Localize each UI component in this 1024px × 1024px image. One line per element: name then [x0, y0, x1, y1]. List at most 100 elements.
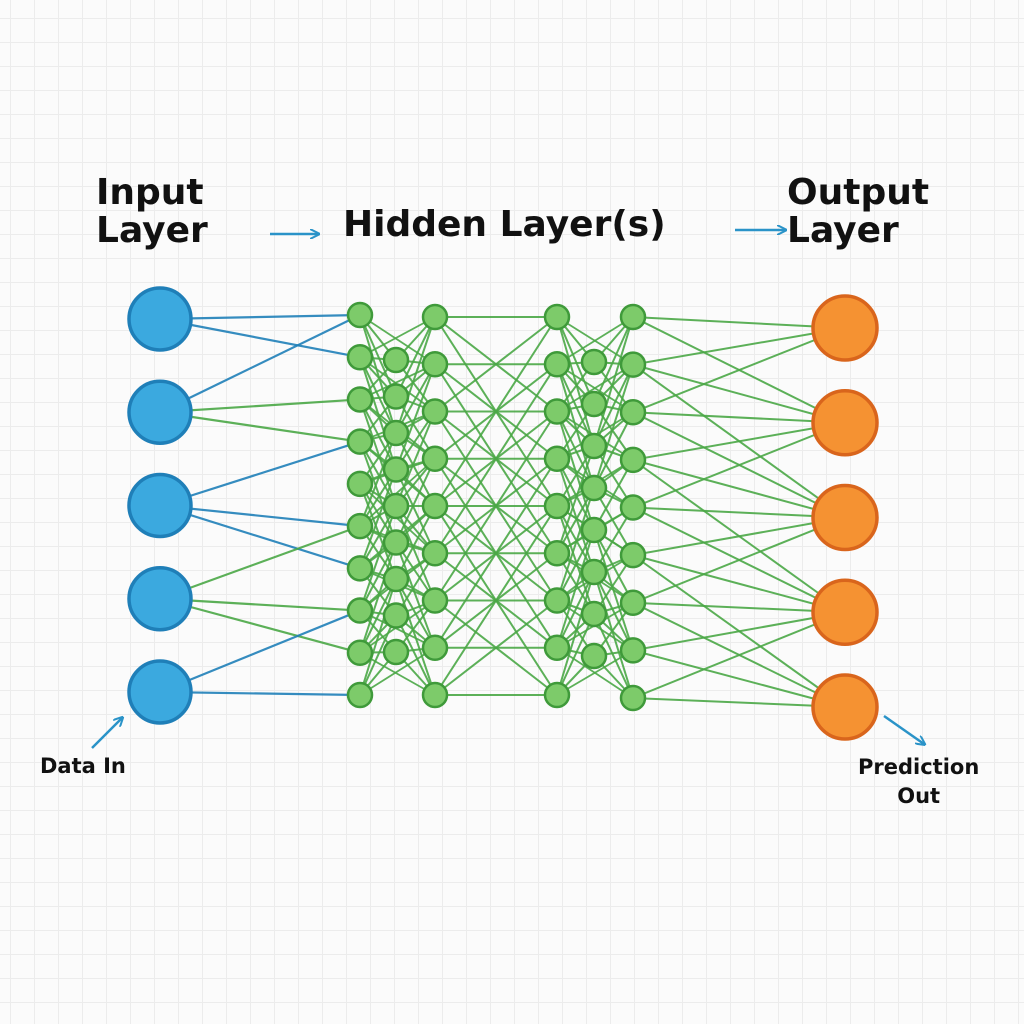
prediction-out-label: Prediction Out: [858, 753, 979, 812]
edge-hidden-hidden: [359, 432, 397, 527]
input-layer-title: Input Layer: [96, 174, 208, 250]
hidden-2-node-4: [382, 456, 410, 483]
hidden-3-node-1: [421, 303, 449, 331]
edge-hidden-hidden: [359, 578, 397, 696]
connection-edges: [159, 313, 846, 708]
edge-hidden-hidden: [593, 316, 634, 447]
edge-hidden-hidden: [556, 487, 595, 601]
edge-hidden-hidden: [395, 363, 436, 470]
edge-hidden-output: [632, 506, 846, 519]
edge-hidden-hidden: [556, 363, 595, 447]
hidden-2-node-2: [382, 383, 410, 410]
edge-hidden-hidden: [359, 469, 397, 569]
output-node-2: [811, 389, 879, 457]
output-node-4: [811, 578, 879, 646]
edge-hidden-hidden: [359, 314, 397, 434]
edge-hidden-hidden: [593, 571, 634, 699]
hidden-1-node-10: [346, 681, 374, 709]
edge-hidden-output: [632, 327, 846, 366]
hidden-2-node-3: [382, 419, 410, 447]
hidden-6-node-9: [619, 684, 647, 712]
hidden-3-node-4: [421, 445, 449, 472]
edge-hidden-hidden: [395, 316, 436, 397]
hidden-3-node-8: [421, 634, 449, 661]
edge-hidden-skip: [556, 649, 634, 696]
edge-hidden-output: [632, 611, 846, 652]
edge-hidden-hidden: [434, 505, 558, 696]
edge-hidden-skip: [359, 458, 436, 527]
edge-input-hidden: [159, 690, 361, 697]
hidden-5-node-5: [580, 516, 608, 544]
prediction-out-label-line-2: Out: [897, 784, 941, 809]
hidden-2-node-9: [382, 638, 410, 666]
hidden-2-node-8: [382, 602, 410, 629]
edge-hidden-output: [632, 516, 846, 604]
edge-hidden-skip: [359, 314, 436, 366]
hidden-1-node-6: [346, 512, 374, 540]
edge-hidden-output: [632, 516, 846, 557]
flow-arrows: [91, 230, 924, 749]
edge-hidden-hidden: [556, 505, 595, 615]
arrow-data-in: [91, 718, 122, 749]
edge-hidden-hidden: [434, 599, 558, 696]
input-node-1: [127, 286, 193, 352]
edge-hidden-hidden: [395, 411, 436, 507]
hidden-layers-title: Hidden Layer(s): [343, 204, 666, 245]
edge-hidden-hidden: [556, 411, 595, 489]
arrow-prediction-out: [883, 714, 924, 744]
hidden-1-node-7: [346, 555, 374, 582]
hidden-1-node-3: [346, 386, 374, 413]
input-node-5: [127, 659, 193, 725]
hidden-2-node-1: [382, 346, 410, 374]
input-layer-title-line-2: Layer: [96, 209, 208, 251]
edge-hidden-hidden: [359, 615, 397, 696]
output-node-5: [811, 673, 879, 741]
hidden-4-node-1: [543, 303, 571, 331]
hidden-6-node-5: [619, 494, 647, 521]
edge-hidden-hidden: [593, 411, 634, 489]
hidden-3-node-7: [421, 587, 449, 614]
hidden-6-node-4: [619, 446, 647, 474]
edge-hidden-output: [632, 411, 846, 424]
edge-hidden-hidden: [434, 458, 558, 649]
hidden-4-node-9: [543, 681, 571, 709]
output-layer-title-line-2: Layer: [787, 209, 899, 251]
hidden-2-node-6: [382, 529, 410, 556]
output-layer-title: Output Layer: [787, 174, 929, 250]
hidden-6-node-7: [619, 589, 647, 616]
input-node-4: [127, 566, 193, 632]
edge-hidden-hidden: [359, 578, 397, 654]
hidden-3-node-6: [421, 540, 449, 567]
edge-hidden-hidden: [395, 505, 436, 580]
edge-hidden-skip: [359, 651, 436, 696]
output-node-3: [811, 483, 879, 552]
hidden-6-node-2: [619, 351, 647, 378]
edge-hidden-skip: [359, 646, 436, 696]
edge-hidden-output: [632, 421, 846, 509]
edge-hidden-hidden: [395, 432, 436, 507]
hidden-3-node-5: [421, 492, 449, 520]
edge-hidden-hidden: [556, 316, 595, 405]
edge-hidden-hidden: [556, 613, 595, 696]
hidden-4-node-2: [543, 351, 571, 378]
edge-hidden-output: [632, 327, 846, 414]
edge-hidden-hidden: [359, 314, 397, 397]
edge-input-hidden: [159, 314, 361, 414]
hidden-4-node-3: [543, 398, 571, 425]
output-node-1: [811, 294, 879, 362]
hidden-5-node-1: [580, 348, 608, 376]
edge-hidden-hidden: [395, 469, 436, 554]
edge-input-hidden: [159, 440, 361, 507]
prediction-out-label-line-1: Prediction: [858, 755, 980, 779]
hidden-4-node-4: [543, 445, 571, 472]
edge-input-hidden: [159, 597, 361, 612]
edge-hidden-skip: [556, 316, 634, 366]
edge-hidden-skip: [556, 363, 634, 413]
hidden-5-node-2: [580, 390, 608, 418]
edge-input-hidden: [159, 317, 361, 359]
edge-hidden-hidden: [395, 542, 436, 649]
edge-input-hidden: [159, 525, 361, 600]
edge-hidden-hidden: [434, 316, 558, 413]
edge-hidden-skip: [359, 316, 436, 359]
